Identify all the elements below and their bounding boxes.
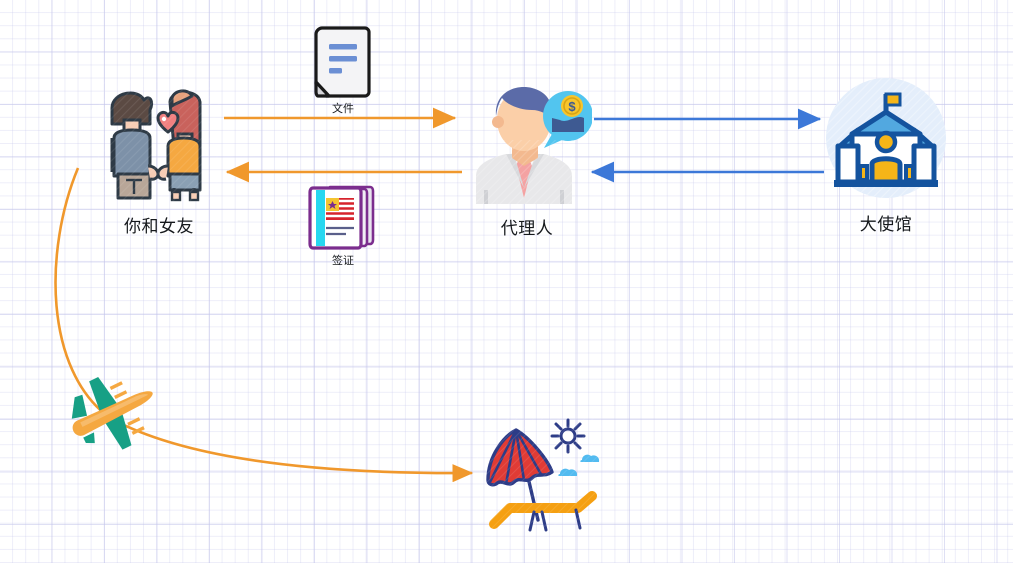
document-icon: [314, 26, 371, 98]
passport-visa-icon: [308, 185, 375, 250]
node-label-embassy: 大使馆: [859, 215, 913, 234]
airplane-icon: [71, 376, 153, 450]
money-bubble-icon: $: [543, 91, 593, 148]
artifact-documents[interactable]: 文件: [308, 24, 378, 115]
node-couple[interactable]: 你和女友: [98, 80, 220, 240]
node-label-agent: 代理人: [500, 219, 554, 238]
node-label-couple: 你和女友: [124, 217, 194, 236]
scenery-beach: [476, 416, 604, 540]
node-embassy[interactable]: 大使馆: [824, 76, 948, 241]
svg-text:$: $: [568, 99, 576, 114]
artifact-visa[interactable]: 签证: [304, 182, 382, 267]
businessman-icon: $: [472, 87, 593, 204]
artifact-label-documents: 文件: [332, 103, 354, 115]
node-agent[interactable]: $ 代理人: [462, 80, 593, 240]
embassy-building-icon: [826, 78, 946, 198]
couple-icon: [98, 80, 220, 202]
artifact-label-visa: 签证: [332, 255, 354, 267]
beach-umbrella-chair-icon: [476, 416, 604, 540]
scenery-airplane: [63, 366, 163, 458]
